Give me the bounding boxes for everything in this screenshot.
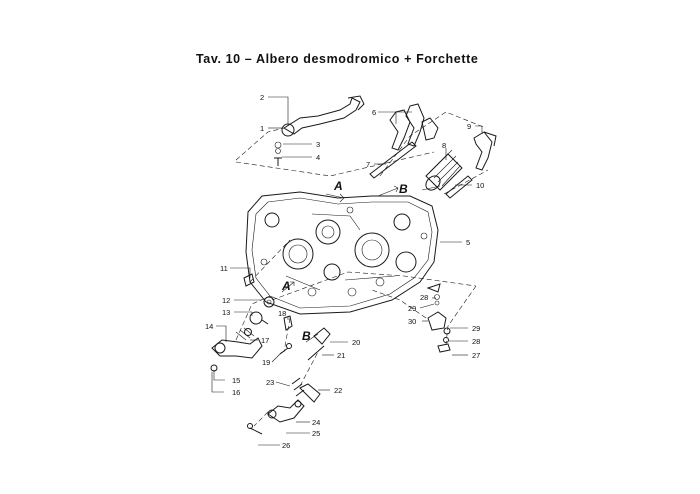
callout-18: 18: [278, 309, 286, 318]
callout-6: 6: [372, 108, 376, 117]
shift-fork-9: [473, 131, 497, 171]
lever-22: [299, 383, 321, 403]
crankcase-half: [245, 191, 439, 315]
callout-29: 29: [472, 324, 480, 333]
callout-16: 16: [232, 388, 240, 397]
callout-4: 4: [316, 153, 320, 162]
callout-14: 14: [205, 322, 213, 331]
callout-20: 20: [352, 338, 360, 347]
section-marks: A B A B: [281, 179, 441, 343]
fork-shaft-7: [369, 141, 417, 179]
neutral-switch: [426, 283, 451, 353]
callout-13: 13: [222, 308, 230, 317]
callout-30: 30: [408, 317, 416, 326]
bolt-26: [247, 423, 263, 435]
selector-link-24-25: [267, 399, 305, 423]
bushing-12: [263, 296, 275, 308]
callout-19: 19: [262, 358, 270, 367]
callout-1: 1: [260, 124, 264, 133]
selector-drum: [425, 149, 463, 191]
callout-24: 24: [312, 418, 320, 427]
pin-17: [244, 328, 252, 336]
shift-forks: [389, 103, 439, 151]
fork-shaft-10: [445, 175, 473, 199]
gear-lever: [274, 95, 365, 166]
callout-17: 17: [261, 336, 269, 345]
callout-7: 7: [366, 160, 370, 169]
callout-28a: 28: [420, 293, 428, 302]
callout-5: 5: [466, 238, 470, 247]
section-mark-a-top: A: [333, 179, 343, 193]
plug-11: [243, 273, 255, 287]
callout-3: 3: [316, 140, 320, 149]
callout-27: 27: [472, 351, 480, 360]
leader-lines: [211, 96, 483, 446]
callout-28: 28: [472, 337, 480, 346]
callout-11: 11: [220, 264, 228, 273]
callout-21: 21: [337, 351, 345, 360]
callout-12: 12: [222, 296, 230, 305]
callout-2: 2: [260, 93, 264, 102]
callout-labels: 2 1 3 4 6 7 8 9 10 5 11 12 13 14 15 16 1…: [205, 93, 484, 450]
callout-22: 22: [334, 386, 342, 395]
page-title: Tav. 10 – Albero desmodromico + Forchett…: [196, 52, 479, 66]
callout-25: 25: [312, 429, 320, 438]
shift-arm-14: [211, 327, 263, 359]
callout-10: 10: [476, 181, 484, 190]
callout-15: 15: [232, 376, 240, 385]
callout-29a: 29: [408, 304, 416, 313]
roller-13: [249, 311, 269, 325]
callout-8: 8: [442, 141, 446, 150]
callout-9: 9: [467, 122, 471, 131]
screw-21: [307, 345, 325, 361]
callout-26: 26: [282, 441, 290, 450]
section-mark-b-low: B: [302, 329, 311, 343]
section-mark-a-low: A: [281, 279, 291, 293]
section-mark-b-top: B: [399, 182, 408, 196]
plate-20: [313, 327, 331, 345]
callout-23: 23: [266, 378, 274, 387]
assembly-lines: [235, 111, 489, 427]
